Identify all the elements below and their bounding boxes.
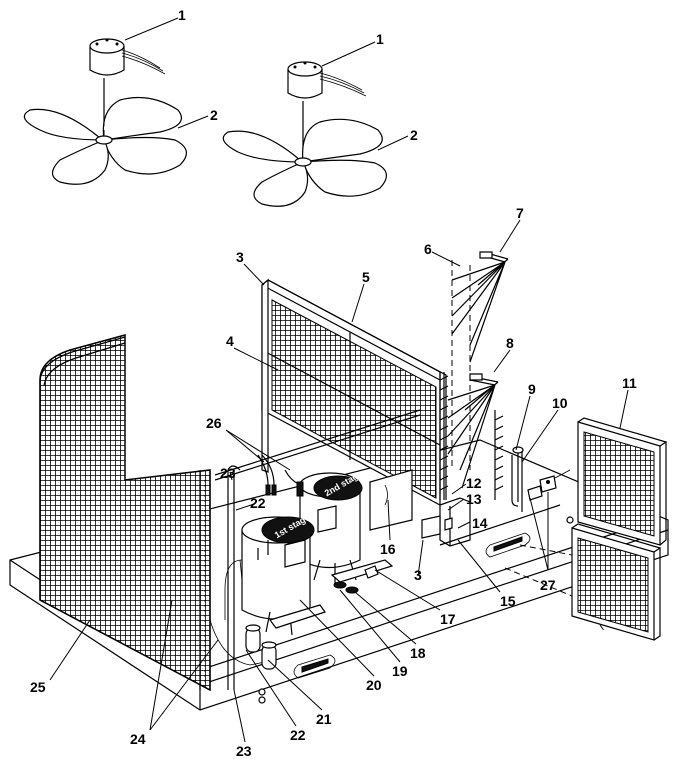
callout-11: 11 bbox=[622, 375, 637, 391]
filter-panel-lower bbox=[504, 523, 662, 641]
capillary-tubes bbox=[257, 454, 304, 497]
callout-1a: 1 bbox=[178, 7, 186, 23]
callout-22b: 22 bbox=[290, 727, 306, 743]
compressor-first-stage: 1st stage bbox=[224, 512, 315, 636]
callout-21: 21 bbox=[316, 711, 332, 727]
callout-24: 24 bbox=[130, 731, 146, 747]
callout-20: 20 bbox=[366, 677, 382, 693]
callout-19: 19 bbox=[392, 663, 408, 679]
callout-26: 26 bbox=[206, 415, 222, 431]
compressor-second-stage: 2nd stage bbox=[299, 469, 364, 584]
mounting-hardware bbox=[269, 559, 394, 629]
callout-15: 15 bbox=[500, 593, 516, 609]
callout-13: 13 bbox=[466, 491, 482, 507]
service-valve-bracket bbox=[421, 497, 471, 547]
callout-2b: 2 bbox=[410, 127, 418, 143]
fan-motor-left bbox=[89, 38, 166, 140]
callout-numbers: 1 1 2 2 3 3 4 5 6 7 8 9 10 11 12 13 14 1… bbox=[30, 7, 637, 759]
callout-12: 12 bbox=[466, 475, 482, 491]
callout-3b: 3 bbox=[414, 567, 422, 583]
callout-5: 5 bbox=[362, 269, 370, 285]
distributor-assembly-lower bbox=[447, 373, 499, 489]
callout-10: 10 bbox=[552, 395, 568, 411]
callout-18: 18 bbox=[410, 645, 426, 661]
filter-panel-upper bbox=[577, 417, 668, 546]
callout-17: 17 bbox=[440, 611, 456, 627]
callout-3a: 3 bbox=[236, 249, 244, 265]
callout-8: 8 bbox=[506, 335, 514, 351]
callout-1b: 1 bbox=[376, 31, 384, 47]
control-bracket-16 bbox=[369, 469, 413, 531]
callout-16: 16 bbox=[380, 541, 396, 557]
callout-leaders bbox=[49, 17, 629, 743]
callout-14: 14 bbox=[472, 515, 488, 531]
callout-6: 6 bbox=[424, 241, 432, 257]
distributor-assembly-upper bbox=[451, 251, 509, 470]
callout-9: 9 bbox=[528, 381, 536, 397]
condenser-coil-wraparound bbox=[39, 334, 211, 692]
callout-7: 7 bbox=[516, 205, 524, 221]
base-rail bbox=[214, 409, 561, 546]
tube-assembly-9-10 bbox=[511, 446, 524, 512]
fan-blade-right bbox=[222, 118, 387, 207]
callout-2a: 2 bbox=[210, 107, 218, 123]
internal-coil-right bbox=[439, 372, 504, 500]
callout-27: 27 bbox=[540, 577, 556, 593]
callout-22a: 22 bbox=[250, 495, 266, 511]
center-partition-panel bbox=[261, 278, 447, 507]
callout-4: 4 bbox=[226, 333, 234, 349]
fan-motor-right bbox=[287, 61, 367, 160]
callout-23a: 23 bbox=[220, 465, 236, 481]
accumulator-pair bbox=[245, 624, 277, 670]
panel-latches bbox=[527, 469, 571, 501]
fan-blade-left bbox=[23, 80, 187, 185]
tubing-main bbox=[209, 465, 276, 690]
callout-25: 25 bbox=[30, 679, 46, 695]
callout-23b: 23 bbox=[236, 743, 252, 759]
